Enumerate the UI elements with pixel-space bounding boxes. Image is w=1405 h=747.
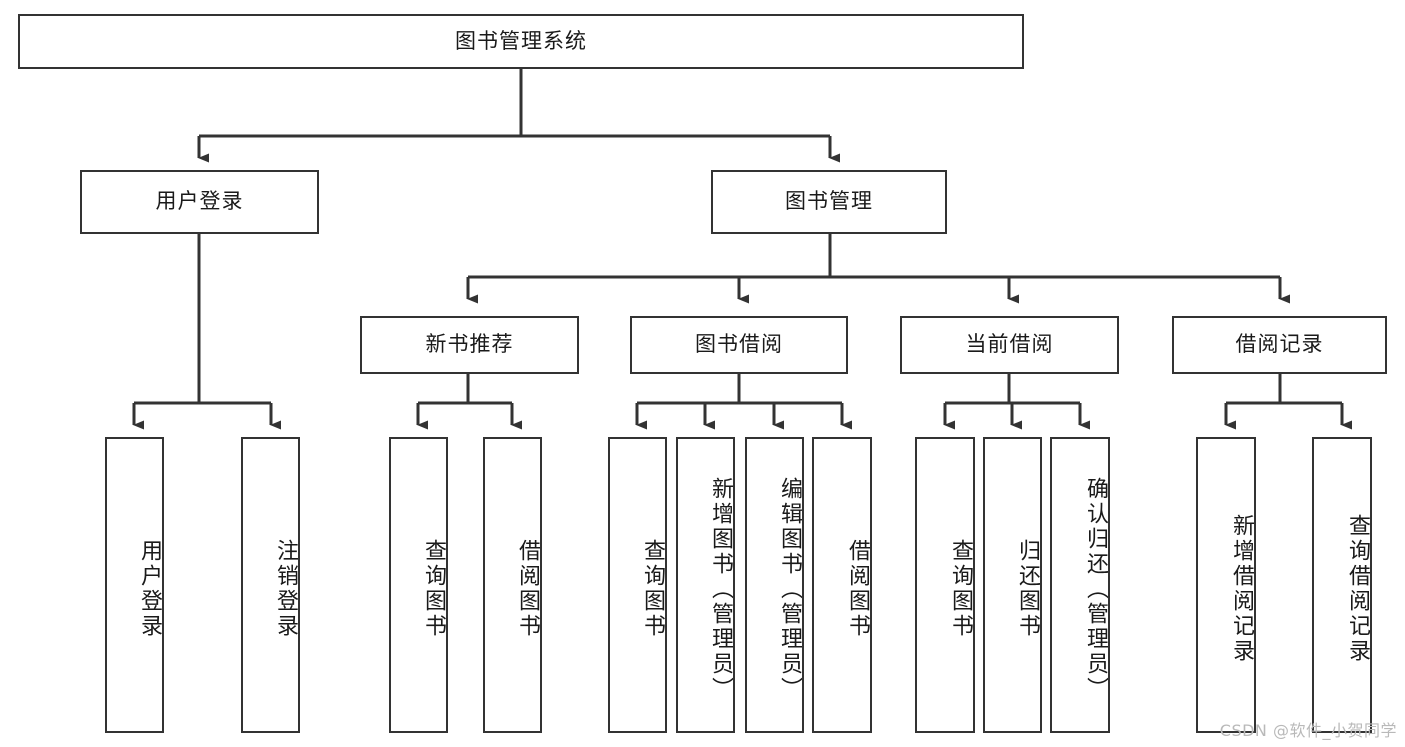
node-label: 借阅记录 [1235,332,1324,357]
node-root-title[interactable]: 图书管理系统 [18,14,1024,69]
node-label: 归还图书 [1015,539,1040,639]
node-label: 用户登录 [137,539,162,639]
node-leaf-borrow-book-1[interactable]: 借阅图书 [483,437,542,733]
node-label: 图书管理 [785,189,873,214]
node-leaf-add-book[interactable]: 新增图书（管理员） [676,437,735,733]
node-label: 确认归还（管理员） [1083,476,1108,702]
node-leaf-query-book-3[interactable]: 查询图书 [915,437,975,733]
node-borrow-record[interactable]: 借阅记录 [1172,316,1387,374]
node-label: 注销登录 [273,539,298,639]
node-leaf-query-book-2[interactable]: 查询图书 [608,437,667,733]
node-new-book-rec[interactable]: 新书推荐 [360,316,579,374]
node-leaf-user-logout[interactable]: 注销登录 [241,437,300,733]
node-leaf-add-record[interactable]: 新增借阅记录 [1196,437,1256,733]
node-leaf-borrow-book-2[interactable]: 借阅图书 [812,437,872,733]
node-leaf-edit-book[interactable]: 编辑图书（管理员） [745,437,804,733]
node-user-login[interactable]: 用户登录 [80,170,319,234]
node-label: 新增借阅记录 [1229,514,1254,664]
node-book-manage[interactable]: 图书管理 [711,170,947,234]
node-label: 新书推荐 [425,332,514,357]
node-label: 图书借阅 [695,332,783,357]
node-leaf-confirm-return[interactable]: 确认归还（管理员） [1050,437,1110,733]
node-label: 借阅图书 [845,539,870,639]
node-label: 查询图书 [640,539,665,639]
node-label: 查询借阅记录 [1345,514,1370,664]
node-label: 查询图书 [948,539,973,639]
node-leaf-query-record[interactable]: 查询借阅记录 [1312,437,1372,733]
node-book-borrow[interactable]: 图书借阅 [630,316,848,374]
node-label: 编辑图书（管理员） [777,476,802,702]
node-current-borrow[interactable]: 当前借阅 [900,316,1119,374]
node-label: 用户登录 [155,189,244,214]
node-leaf-return-book[interactable]: 归还图书 [983,437,1042,733]
node-leaf-user-login[interactable]: 用户登录 [105,437,164,733]
node-label: 查询图书 [421,539,446,639]
node-label: 图书管理系统 [455,28,587,53]
node-label: 借阅图书 [515,539,540,639]
node-label: 新增图书（管理员） [708,476,733,702]
node-label: 当前借阅 [965,332,1054,357]
watermark-text: CSDN @软件_小贺同学 [1219,721,1397,740]
node-leaf-query-book-1[interactable]: 查询图书 [389,437,448,733]
